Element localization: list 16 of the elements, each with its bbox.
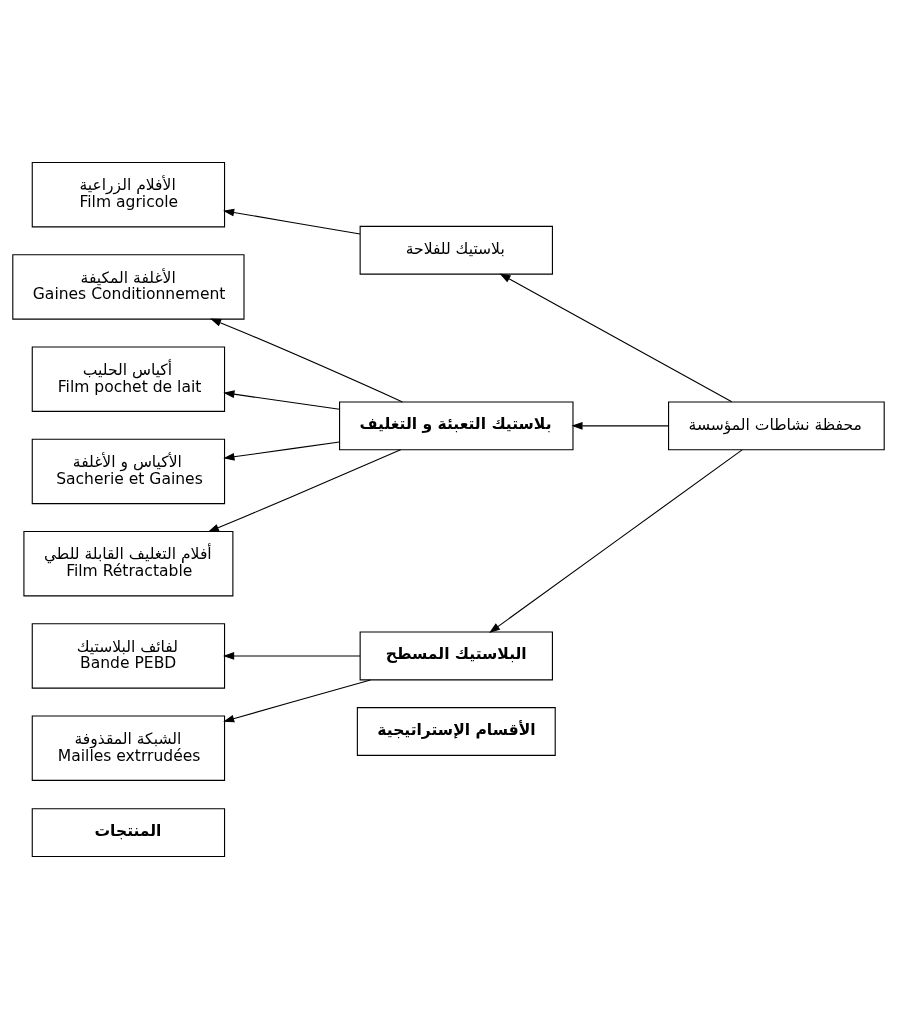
node-box: بلاستيك التعبئة و التغليف <box>339 400 574 450</box>
arrow <box>223 651 361 660</box>
node-box: الأقسام الإستراتيجية <box>356 706 556 756</box>
arrow <box>223 441 340 461</box>
node-box: البلاستيك المسطح <box>359 631 553 680</box>
node-box: بلاستيك للفلاحة <box>359 225 553 275</box>
arrow <box>223 389 340 410</box>
arrow <box>223 678 371 722</box>
arrow <box>499 272 733 402</box>
arrow <box>207 448 402 532</box>
node-box: محفظة نشاطات المؤسسة <box>668 400 885 450</box>
arrow <box>571 421 670 430</box>
arrow <box>489 448 743 633</box>
arrow <box>223 208 361 235</box>
arrow <box>210 318 403 402</box>
node-box: المنتجات <box>31 807 226 857</box>
